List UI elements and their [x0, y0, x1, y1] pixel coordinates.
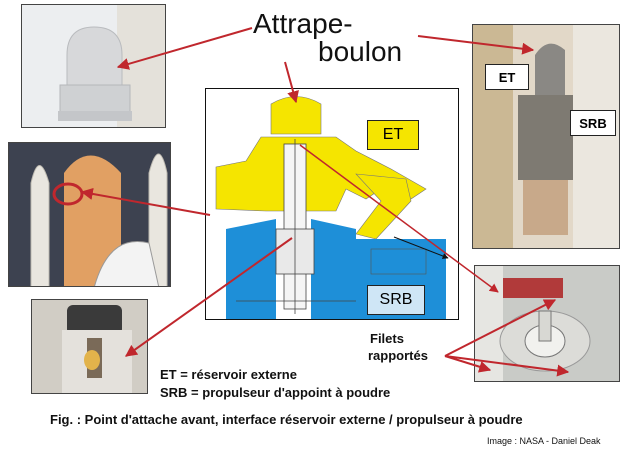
image-credit: Image : NASA - Daniel Deak: [487, 436, 601, 446]
diagram-cross-section: [205, 88, 459, 320]
photo-et-tag: ET: [485, 64, 529, 90]
filets-line2: rapportés: [368, 348, 428, 363]
photo-shuttle-stack: [8, 142, 171, 287]
diagram-et-tag: ET: [367, 120, 419, 150]
legend: ET = réservoir externe SRB = propulseur …: [160, 366, 390, 402]
filets-label: Filets rapportés: [368, 330, 428, 364]
threaded-inserts-drawing: [475, 266, 619, 381]
filets-line1: Filets: [370, 331, 404, 346]
shuttle-stack-drawing: [9, 143, 170, 286]
legend-et: ET = réservoir externe: [160, 367, 297, 382]
photo-threaded-inserts: [474, 265, 620, 382]
et-srb-interface-drawing: [473, 25, 619, 248]
title-line1: Attrape-: [253, 8, 353, 39]
title-line2: boulon: [318, 36, 403, 67]
diagram-srb-tag: SRB: [367, 285, 425, 315]
photo-attach-hardware: [31, 299, 148, 394]
legend-srb: SRB = propulseur d'appoint à poudre: [160, 385, 391, 400]
attach-hardware-drawing: [32, 300, 147, 393]
photo-srb-tag: SRB: [570, 110, 616, 136]
figure-caption: Fig. : Point d'attache avant, interface …: [50, 412, 523, 427]
photo-et-srb-interface: [472, 24, 620, 249]
